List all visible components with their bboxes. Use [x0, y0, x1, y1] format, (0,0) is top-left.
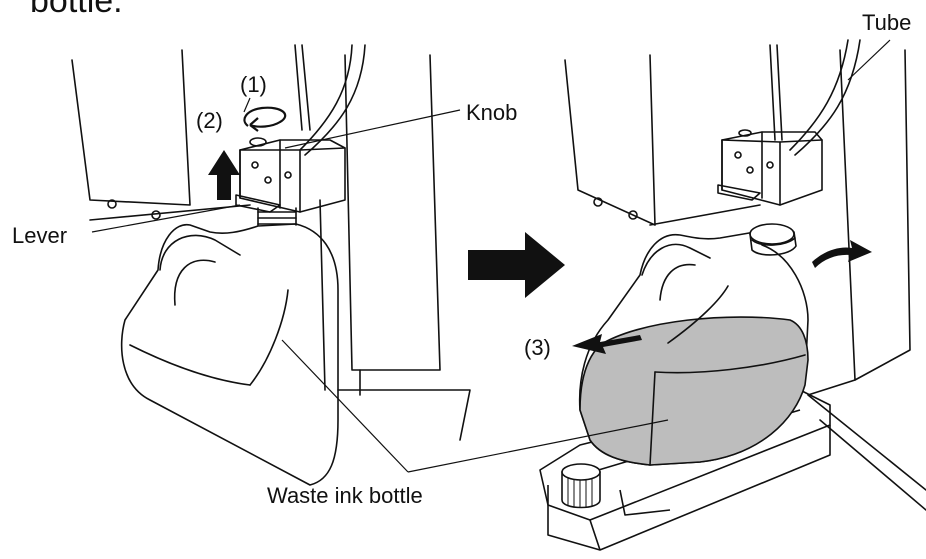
- knob-icon: [249, 137, 267, 147]
- right-cabinet-panel: [564, 54, 656, 226]
- label-waste-ink-bottle: Waste ink bottle: [267, 483, 423, 508]
- lever-up-arrow: [208, 150, 240, 200]
- right-wall: [839, 49, 911, 381]
- left-floor: [337, 389, 471, 441]
- leader-lines: [91, 39, 891, 473]
- left-bottle-handle-inner: [173, 259, 216, 306]
- right-lever-shape: [717, 184, 761, 201]
- right-bottle-cap: [749, 223, 795, 245]
- left-bottle-body: [120, 223, 339, 486]
- left-cabinet-panel: [71, 49, 191, 206]
- cap-move-arrow-icon: [812, 240, 872, 268]
- right-bottle-detail: [667, 285, 729, 344]
- left-cap-top: [239, 147, 346, 151]
- leader-tube: [847, 39, 891, 81]
- heading-fragment: bottle.: [30, 0, 123, 20]
- left-cap-hole: [284, 171, 292, 179]
- left-cap-hole: [251, 161, 259, 169]
- left-panel-screw: [107, 199, 117, 209]
- left-bottle-handle: [159, 234, 241, 271]
- right-knob-icon: [738, 129, 752, 137]
- ink-fill: [579, 316, 809, 466]
- right-panel-screw: [593, 197, 603, 207]
- right-rail: [776, 44, 783, 141]
- right-shelf-line: [649, 204, 761, 226]
- right-panel-screw: [628, 210, 638, 220]
- left-frame-inner: [319, 199, 326, 391]
- left-bottle-neck-ring: [257, 211, 297, 225]
- right-tube: [789, 39, 849, 151]
- right-cap-block: [721, 131, 823, 206]
- left-cap-hole: [264, 176, 272, 184]
- right-bottle-handle-inner: [659, 263, 696, 301]
- right-cap-hole: [766, 161, 774, 169]
- transition-arrow-icon: [468, 232, 565, 298]
- right-tube: [794, 39, 861, 156]
- leader-waste-left: [281, 339, 409, 473]
- label-step1: (1): [240, 72, 267, 97]
- right-cap-hole: [746, 166, 754, 174]
- label-step3: (3): [524, 335, 551, 360]
- right-bottle-handle: [641, 243, 711, 276]
- left-cap-front: [239, 139, 301, 213]
- leader-knob: [284, 109, 461, 149]
- left-frame: [344, 54, 441, 371]
- right-cap-hole: [734, 151, 742, 159]
- right-rail: [769, 44, 776, 141]
- pull-out-arrow-icon: [572, 334, 642, 354]
- waste-ink-bottle-right: [578, 223, 809, 466]
- left-tube: [304, 44, 366, 156]
- ink-inner-edge: [649, 371, 656, 466]
- left-bottle-neck: [257, 207, 297, 226]
- right-illustration: [564, 39, 926, 511]
- right-floor-line: [819, 419, 926, 511]
- right-bottle-cap-ring: [751, 237, 796, 246]
- leader-waste-right: [407, 419, 669, 473]
- label-knob: Knob: [466, 100, 517, 125]
- right-cap-top: [721, 139, 823, 143]
- left-rail: [301, 44, 311, 131]
- ink-surface: [654, 354, 806, 374]
- left-rail: [294, 44, 303, 131]
- leader-step1: [243, 97, 251, 113]
- right-cap-front: [721, 131, 781, 206]
- left-panel-screw: [151, 210, 161, 220]
- left-bottle-detail: [249, 289, 289, 386]
- left-cap-block: [239, 139, 346, 213]
- rotation-arrow-icon: [243, 106, 287, 132]
- label-lever: Lever: [12, 223, 67, 248]
- right-wall-floor: [807, 379, 926, 491]
- spare-cap: [561, 463, 601, 509]
- left-bottle-detail: [129, 344, 251, 386]
- label-step2: (2): [196, 108, 223, 133]
- left-illustration: [71, 44, 471, 486]
- label-tube: Tube: [862, 10, 911, 35]
- leader-lever: [91, 204, 241, 233]
- right-bottle-cap-ring: [749, 231, 797, 256]
